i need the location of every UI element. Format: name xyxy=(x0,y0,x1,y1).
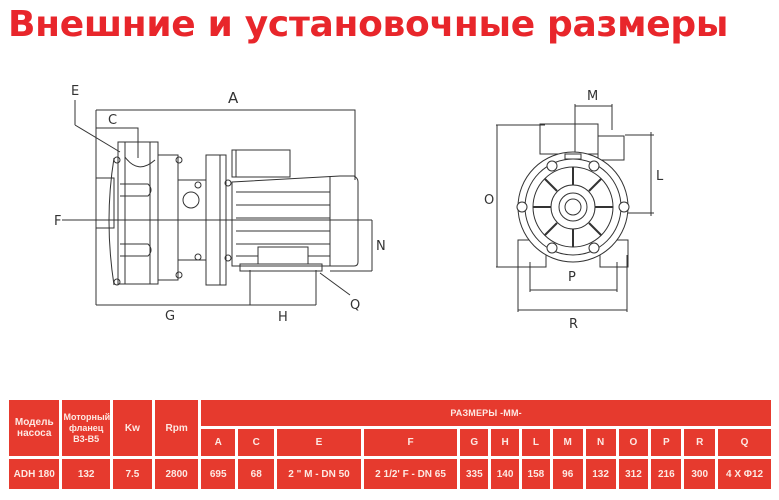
dim-label-r: R xyxy=(569,317,578,332)
header-dim-n: N xyxy=(585,429,616,456)
header-dim-f: F xyxy=(363,429,458,456)
header-dim-m: M xyxy=(552,429,583,456)
dimensions-table: Модель насоса Моторный фланец B3-B5 Kw R… xyxy=(6,397,774,492)
cell-dim-p: 216 xyxy=(651,459,682,489)
dim-label-h: H xyxy=(278,310,288,325)
dim-label-p: P xyxy=(568,270,576,285)
dim-label-a: A xyxy=(228,89,239,107)
header-dim-l: L xyxy=(522,429,550,456)
cell-rpm: 2800 xyxy=(154,459,199,489)
front-view-labels: M L O P R xyxy=(484,89,664,332)
cell-dim-l: 158 xyxy=(522,459,550,489)
cell-dim-g: 335 xyxy=(460,459,489,489)
header-dim-o: O xyxy=(618,429,649,456)
cell-dim-n: 132 xyxy=(585,459,616,489)
cell-dim-o: 312 xyxy=(618,459,649,489)
header-model: Модель насоса xyxy=(9,400,60,456)
cell-dim-r: 300 xyxy=(684,459,716,489)
header-dimensions-group: РАЗМЕРЫ -ММ- xyxy=(201,400,771,426)
header-rpm: Rpm xyxy=(154,400,199,456)
dim-label-q: Q xyxy=(350,298,360,313)
header-dim-p: P xyxy=(651,429,682,456)
cell-dim-m: 96 xyxy=(552,459,583,489)
header-kw: Kw xyxy=(112,400,152,456)
cell-dim-f: 2 1/2' F - DN 65 xyxy=(363,459,458,489)
cell-dim-h: 140 xyxy=(491,459,519,489)
header-dim-g: G xyxy=(460,429,489,456)
dim-label-g: G xyxy=(165,309,175,324)
cell-dim-q: 4 X Φ12 xyxy=(718,459,771,489)
header-dim-a: A xyxy=(201,429,236,456)
cell-flange: 132 xyxy=(62,459,110,489)
header-dim-q: Q xyxy=(718,429,771,456)
header-dim-r: R xyxy=(684,429,716,456)
cell-model: ADH 180 xyxy=(9,459,60,489)
dim-label-c: C xyxy=(108,113,117,128)
header-flange: Моторный фланец B3-B5 xyxy=(62,400,110,456)
cell-dim-e: 2 " M - DN 50 xyxy=(277,459,361,489)
page-title: Внешние и установочные размеры xyxy=(8,4,729,45)
cell-kw: 7.5 xyxy=(112,459,152,489)
front-view-drawing xyxy=(496,104,654,312)
dimension-drawing: A C E F G H N Q xyxy=(0,60,779,390)
header-dim-c: C xyxy=(238,429,275,456)
table-header-row-1: Модель насоса Моторный фланец B3-B5 Kw R… xyxy=(9,400,771,456)
header-dim-h: H xyxy=(491,429,519,456)
dim-label-n: N xyxy=(376,239,386,254)
table-header-row-2: A C E F G H L M N O P R Q xyxy=(9,429,771,456)
dim-label-f: F xyxy=(54,214,61,229)
header-dim-e: E xyxy=(277,429,361,456)
dim-label-o: O xyxy=(484,193,494,208)
side-view-labels: A C E F G H N Q xyxy=(54,84,386,325)
cell-dim-a: 695 xyxy=(201,459,236,489)
side-view-drawing xyxy=(62,100,373,306)
dim-label-l: L xyxy=(656,169,664,184)
table-row: ADH 180 132 7.5 2800 695 68 2 " M - DN 5… xyxy=(9,459,771,489)
dim-label-e: E xyxy=(71,84,79,99)
cell-dim-c: 68 xyxy=(238,459,275,489)
dim-label-m: M xyxy=(587,89,598,104)
